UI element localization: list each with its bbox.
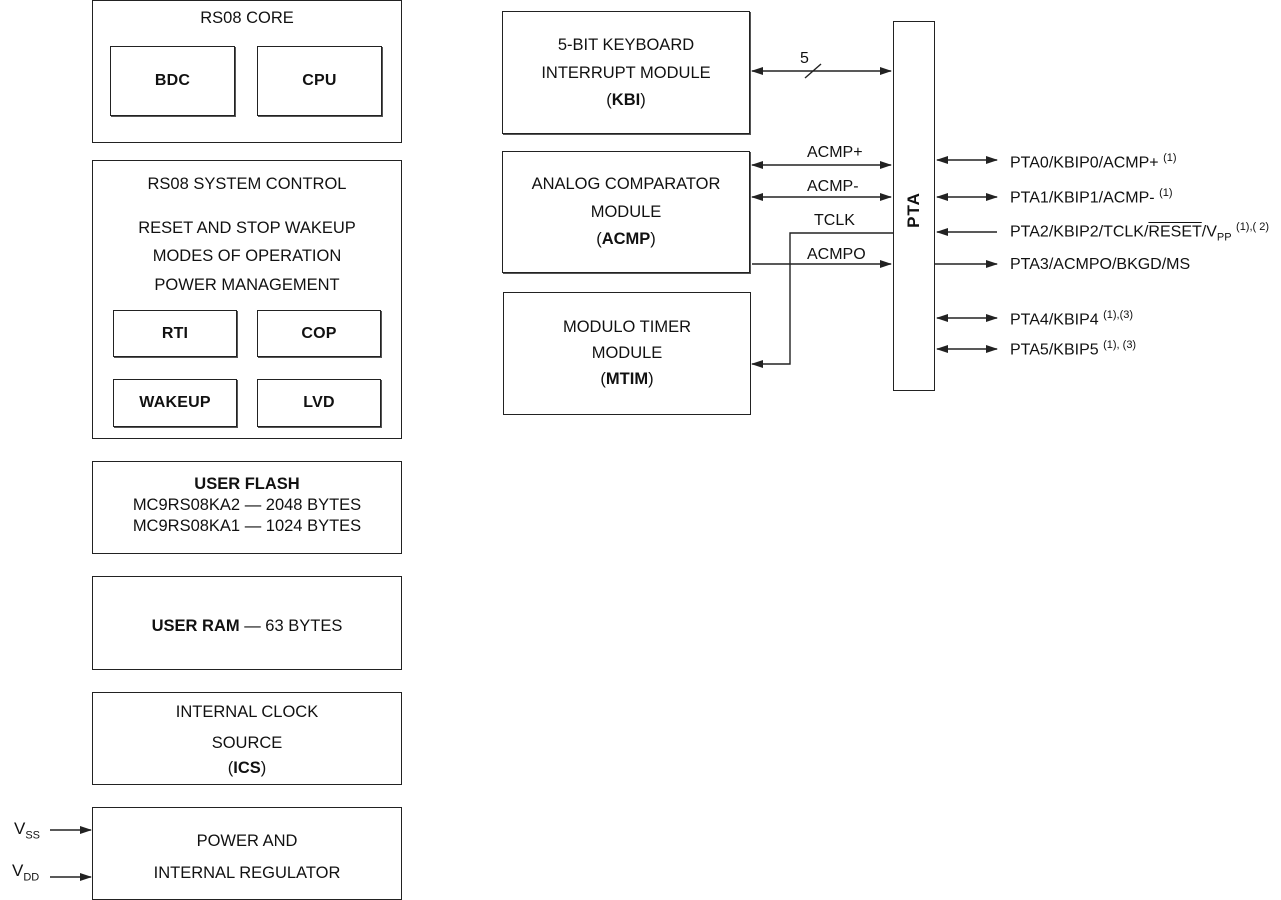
cop-block: COP <box>257 310 381 357</box>
cpu-block: CPU <box>257 46 382 116</box>
power-line-1: POWER AND <box>196 832 298 850</box>
system-control-title: RS08 SYSTEM CONTROL <box>147 175 347 193</box>
kbi-abbr: KBI <box>611 91 641 109</box>
pta-block: PTA <box>893 21 935 391</box>
user-flash-line-1: MC9RS08KA2 — 2048 BYTES <box>132 496 362 514</box>
acmpo-label: ACMPO <box>807 246 866 263</box>
mtim-line-3: (MTIM) <box>600 370 654 388</box>
user-ram-text: USER RAM — 63 BYTES <box>93 618 401 635</box>
user-ram-title: USER RAM <box>151 617 240 635</box>
system-control-line-1: RESET AND STOP WAKEUP <box>138 219 356 237</box>
acmp-line-1: ANALOG COMPARATOR <box>531 175 721 193</box>
kbi-line-1: 5-BIT KEYBOARD <box>557 36 695 54</box>
tclk-label: TCLK <box>814 212 855 229</box>
user-flash-title: USER FLASH <box>194 475 300 493</box>
power-regulator-block: POWER AND INTERNAL REGULATOR <box>92 807 402 900</box>
system-control-line-3: POWER MANAGEMENT <box>154 276 340 294</box>
kbi-line-3: (KBI) <box>606 91 646 109</box>
user-flash-line-2: MC9RS08KA1 — 1024 BYTES <box>132 517 362 535</box>
pin-pta3-label: PTA3/ACMPO/BKGD/MS <box>1010 256 1191 273</box>
bdc-block: BDC <box>110 46 235 116</box>
pin-pta4-label: PTA4/KBIP4 (1),(3) <box>1010 309 1134 329</box>
vss-label: VSS <box>14 819 41 842</box>
acmp-line-2: MODULE <box>590 203 662 221</box>
kbi-line-2: INTERRUPT MODULE <box>541 64 711 82</box>
system-control-line-2: MODES OF OPERATION <box>152 247 342 265</box>
mtim-block: MODULO TIMER MODULE (MTIM) <box>503 292 751 415</box>
vdd-label: VDD <box>12 861 40 884</box>
system-control-block: RS08 SYSTEM CONTROL RESET AND STOP WAKEU… <box>92 160 402 439</box>
ics-line-1: INTERNAL CLOCK <box>175 703 319 721</box>
ics-block: INTERNAL CLOCK SOURCE (ICS) <box>92 692 402 785</box>
acmp-minus-label: ACMP- <box>807 178 859 195</box>
power-line-2: INTERNAL REGULATOR <box>153 864 341 882</box>
tclk-line <box>751 232 893 368</box>
rti-block: RTI <box>113 310 237 357</box>
acmp-abbr: ACMP <box>601 230 651 248</box>
mtim-line-1: MODULO TIMER <box>562 318 692 336</box>
rs08-core-block: RS08 CORE BDC CPU <box>92 0 402 143</box>
pin-pta5-label: PTA5/KBIP5 (1), (3) <box>1010 339 1137 359</box>
acmp-block: ANALOG COMPARATOR MODULE (ACMP) <box>502 151 750 273</box>
bus-width-label: 5 <box>800 50 809 67</box>
wakeup-block: WAKEUP <box>113 379 237 427</box>
pin-pta2-label: PTA2/KBIP2/TCLK/RESET/VPP (1),( 2) <box>1010 221 1270 244</box>
pin-pta1-label: PTA1/KBIP1/ACMP- (1) <box>1010 187 1173 207</box>
user-ram-block: USER RAM — 63 BYTES <box>92 576 402 670</box>
ics-line-2: SOURCE <box>211 734 283 752</box>
lvd-block: LVD <box>257 379 381 427</box>
rs08-core-title: RS08 CORE <box>200 9 294 27</box>
pin-pta0-label: PTA0/KBIP0/ACMP+ (1) <box>1010 152 1177 172</box>
user-flash-block: USER FLASH MC9RS08KA2 — 2048 BYTES MC9RS… <box>92 461 402 554</box>
mtim-abbr: MTIM <box>605 370 649 388</box>
acmp-line-3: (ACMP) <box>596 230 656 248</box>
kbi-bus-slash <box>804 63 822 79</box>
acmp-plus-label: ACMP+ <box>807 144 863 161</box>
ics-line-3: (ICS) <box>227 759 267 777</box>
ics-abbr: ICS <box>233 759 261 777</box>
user-ram-size: — 63 BYTES <box>239 617 343 635</box>
mtim-line-2: MODULE <box>591 344 663 362</box>
kbi-block: 5-BIT KEYBOARD INTERRUPT MODULE (KBI) <box>502 11 750 134</box>
